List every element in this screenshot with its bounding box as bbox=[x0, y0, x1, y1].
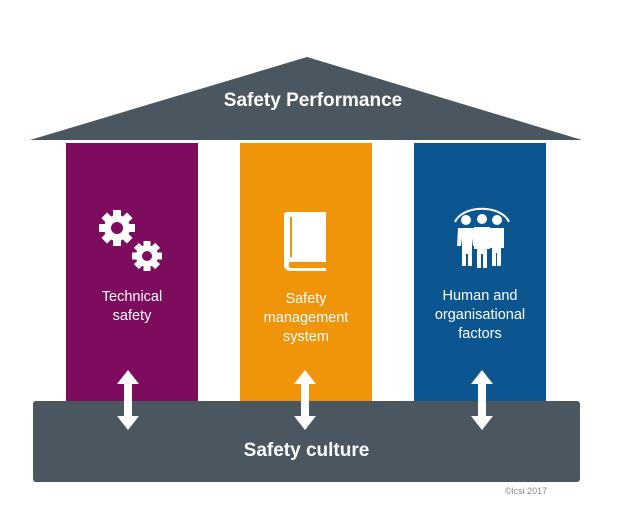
double-arrow-icon bbox=[471, 370, 493, 430]
double-arrow-icon bbox=[117, 370, 139, 430]
people-icon bbox=[454, 207, 510, 268]
book-icon bbox=[283, 212, 326, 271]
foundation bbox=[33, 401, 580, 482]
pillar-safety-management-system bbox=[240, 143, 372, 405]
pillar-technical-safety bbox=[66, 143, 198, 405]
gears-icon bbox=[99, 210, 162, 271]
roof bbox=[30, 57, 582, 140]
pillar-label-human-factors: Human and organisational factors bbox=[434, 288, 526, 342]
double-arrow-icon bbox=[294, 370, 316, 430]
pillar-label-technical-safety: Technical safety bbox=[101, 289, 163, 324]
pillar-label-safety-management-system: Safety management system bbox=[263, 291, 349, 345]
pillar-human-factors bbox=[414, 143, 546, 405]
roof-title: Safety Performance bbox=[223, 90, 403, 111]
copyright: ©lcsi 2017 bbox=[505, 486, 548, 496]
foundation-title: Safety culture bbox=[243, 440, 370, 461]
